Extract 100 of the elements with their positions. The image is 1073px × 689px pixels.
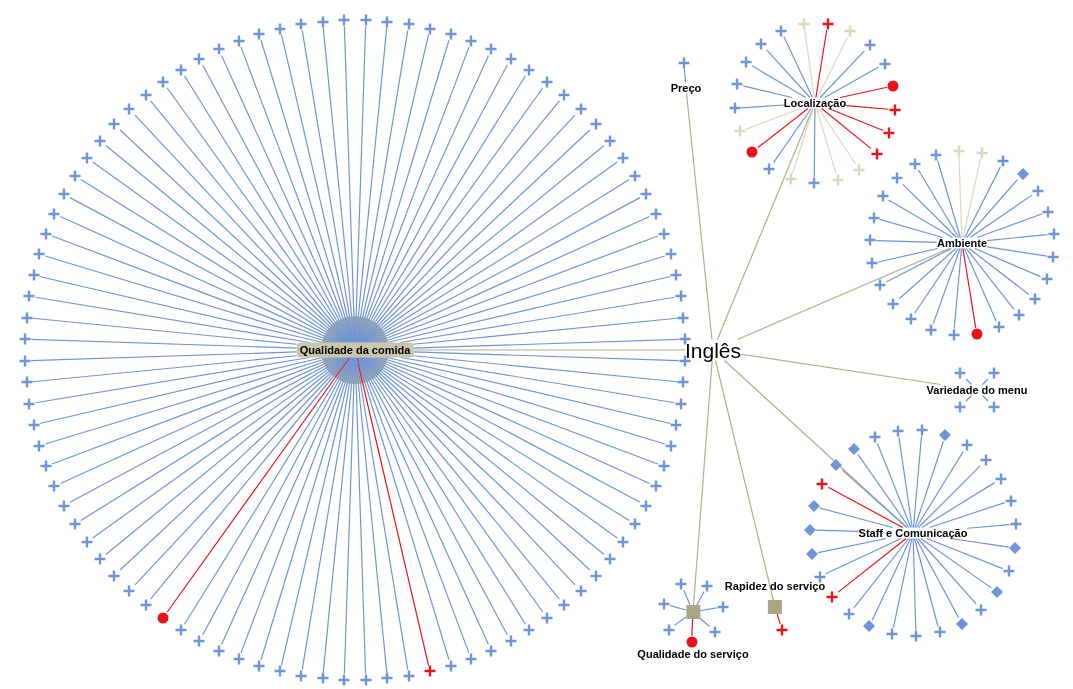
edge-line bbox=[902, 183, 958, 239]
plus-marker bbox=[878, 57, 891, 70]
edge-line bbox=[981, 378, 989, 386]
edge-line bbox=[44, 255, 331, 344]
plus-marker bbox=[649, 480, 662, 493]
edge-line bbox=[963, 247, 997, 322]
plus-marker bbox=[844, 25, 857, 38]
plus-marker bbox=[930, 148, 942, 161]
plus-marker bbox=[629, 518, 642, 531]
edge-line bbox=[813, 107, 816, 178]
circle-marker bbox=[685, 635, 698, 648]
plus-marker bbox=[866, 257, 879, 270]
plus-marker bbox=[402, 669, 415, 682]
edge-line bbox=[966, 523, 1011, 529]
plus-marker bbox=[657, 227, 670, 240]
plus-marker bbox=[674, 397, 687, 410]
circle-marker bbox=[970, 327, 983, 340]
edge-line bbox=[976, 213, 1044, 239]
edge-line bbox=[888, 199, 954, 239]
edge-line bbox=[386, 356, 671, 425]
plus-marker bbox=[359, 673, 372, 686]
plus-marker bbox=[485, 43, 498, 56]
plus-marker bbox=[20, 311, 33, 324]
edge-line bbox=[986, 246, 1048, 257]
plus-marker bbox=[992, 321, 1005, 334]
edge-line bbox=[412, 349, 686, 351]
edge-line bbox=[969, 194, 1033, 239]
circle-marker bbox=[156, 612, 169, 625]
edge-line bbox=[368, 356, 641, 503]
plus-marker bbox=[1002, 565, 1015, 577]
plus-marker bbox=[784, 173, 797, 186]
edge-line bbox=[876, 442, 912, 529]
edge-line bbox=[412, 355, 678, 383]
diamond-marker bbox=[830, 458, 843, 471]
plus-marker bbox=[987, 400, 1000, 413]
plus-marker bbox=[604, 134, 617, 147]
edge-line bbox=[912, 435, 923, 529]
category-label: Variedade do menu bbox=[926, 384, 1028, 396]
plus-marker bbox=[843, 607, 856, 620]
diamond-marker bbox=[1016, 167, 1029, 180]
plus-marker bbox=[954, 400, 966, 413]
plus-marker bbox=[997, 154, 1010, 167]
edge-line bbox=[59, 356, 340, 485]
plus-marker bbox=[40, 460, 53, 473]
edge-line bbox=[301, 29, 355, 344]
edge-line bbox=[280, 34, 354, 344]
edge-line bbox=[322, 356, 355, 673]
edge-line bbox=[355, 29, 409, 344]
edge-line bbox=[692, 359, 713, 606]
plus-marker bbox=[274, 665, 287, 678]
plus-marker bbox=[954, 367, 966, 379]
plus-marker bbox=[658, 597, 671, 610]
diamond-marker bbox=[807, 500, 820, 513]
edge-line bbox=[412, 317, 678, 345]
category-label: Preço bbox=[670, 82, 702, 94]
edge-line bbox=[766, 49, 811, 99]
edge-line bbox=[981, 394, 989, 402]
edge-line bbox=[39, 275, 324, 344]
plus-marker bbox=[253, 28, 266, 41]
edge-line bbox=[791, 107, 814, 174]
plus-marker bbox=[987, 367, 1000, 379]
plus-marker bbox=[826, 590, 839, 603]
plus-marker bbox=[775, 24, 787, 37]
plus-marker bbox=[887, 298, 900, 311]
edge-line bbox=[853, 537, 910, 609]
plus-marker bbox=[864, 234, 877, 247]
edge-line bbox=[356, 356, 450, 661]
edge-line bbox=[322, 26, 355, 344]
plus-marker bbox=[1012, 309, 1025, 322]
edge-line bbox=[815, 29, 828, 99]
plus-marker bbox=[831, 173, 844, 186]
plus-marker bbox=[541, 612, 554, 625]
edge-line bbox=[740, 353, 942, 386]
plus-marker bbox=[558, 599, 571, 612]
plus-marker bbox=[1028, 293, 1041, 306]
plus-marker bbox=[174, 63, 187, 76]
edge-line bbox=[839, 86, 888, 99]
plus-marker bbox=[871, 147, 884, 160]
plus-marker bbox=[40, 227, 53, 240]
plus-marker bbox=[108, 569, 121, 582]
edge-line bbox=[30, 351, 298, 362]
plus-marker bbox=[816, 478, 829, 491]
plus-marker bbox=[1040, 273, 1053, 286]
edge-line bbox=[714, 359, 774, 601]
plus-marker bbox=[589, 118, 602, 131]
edge-line bbox=[751, 65, 807, 99]
plus-marker bbox=[1042, 205, 1055, 218]
plus-marker bbox=[574, 584, 587, 597]
edge-line bbox=[379, 255, 666, 344]
edge-line bbox=[912, 537, 917, 631]
edge-line bbox=[965, 378, 973, 386]
plus-marker bbox=[629, 169, 642, 182]
plus-marker bbox=[617, 151, 630, 164]
plus-marker bbox=[925, 323, 938, 336]
plus-marker bbox=[423, 22, 436, 35]
edge-line bbox=[357, 356, 490, 646]
edge-line bbox=[932, 247, 961, 325]
plus-marker bbox=[465, 652, 478, 665]
plus-marker bbox=[640, 499, 653, 512]
edge-line bbox=[937, 160, 961, 239]
